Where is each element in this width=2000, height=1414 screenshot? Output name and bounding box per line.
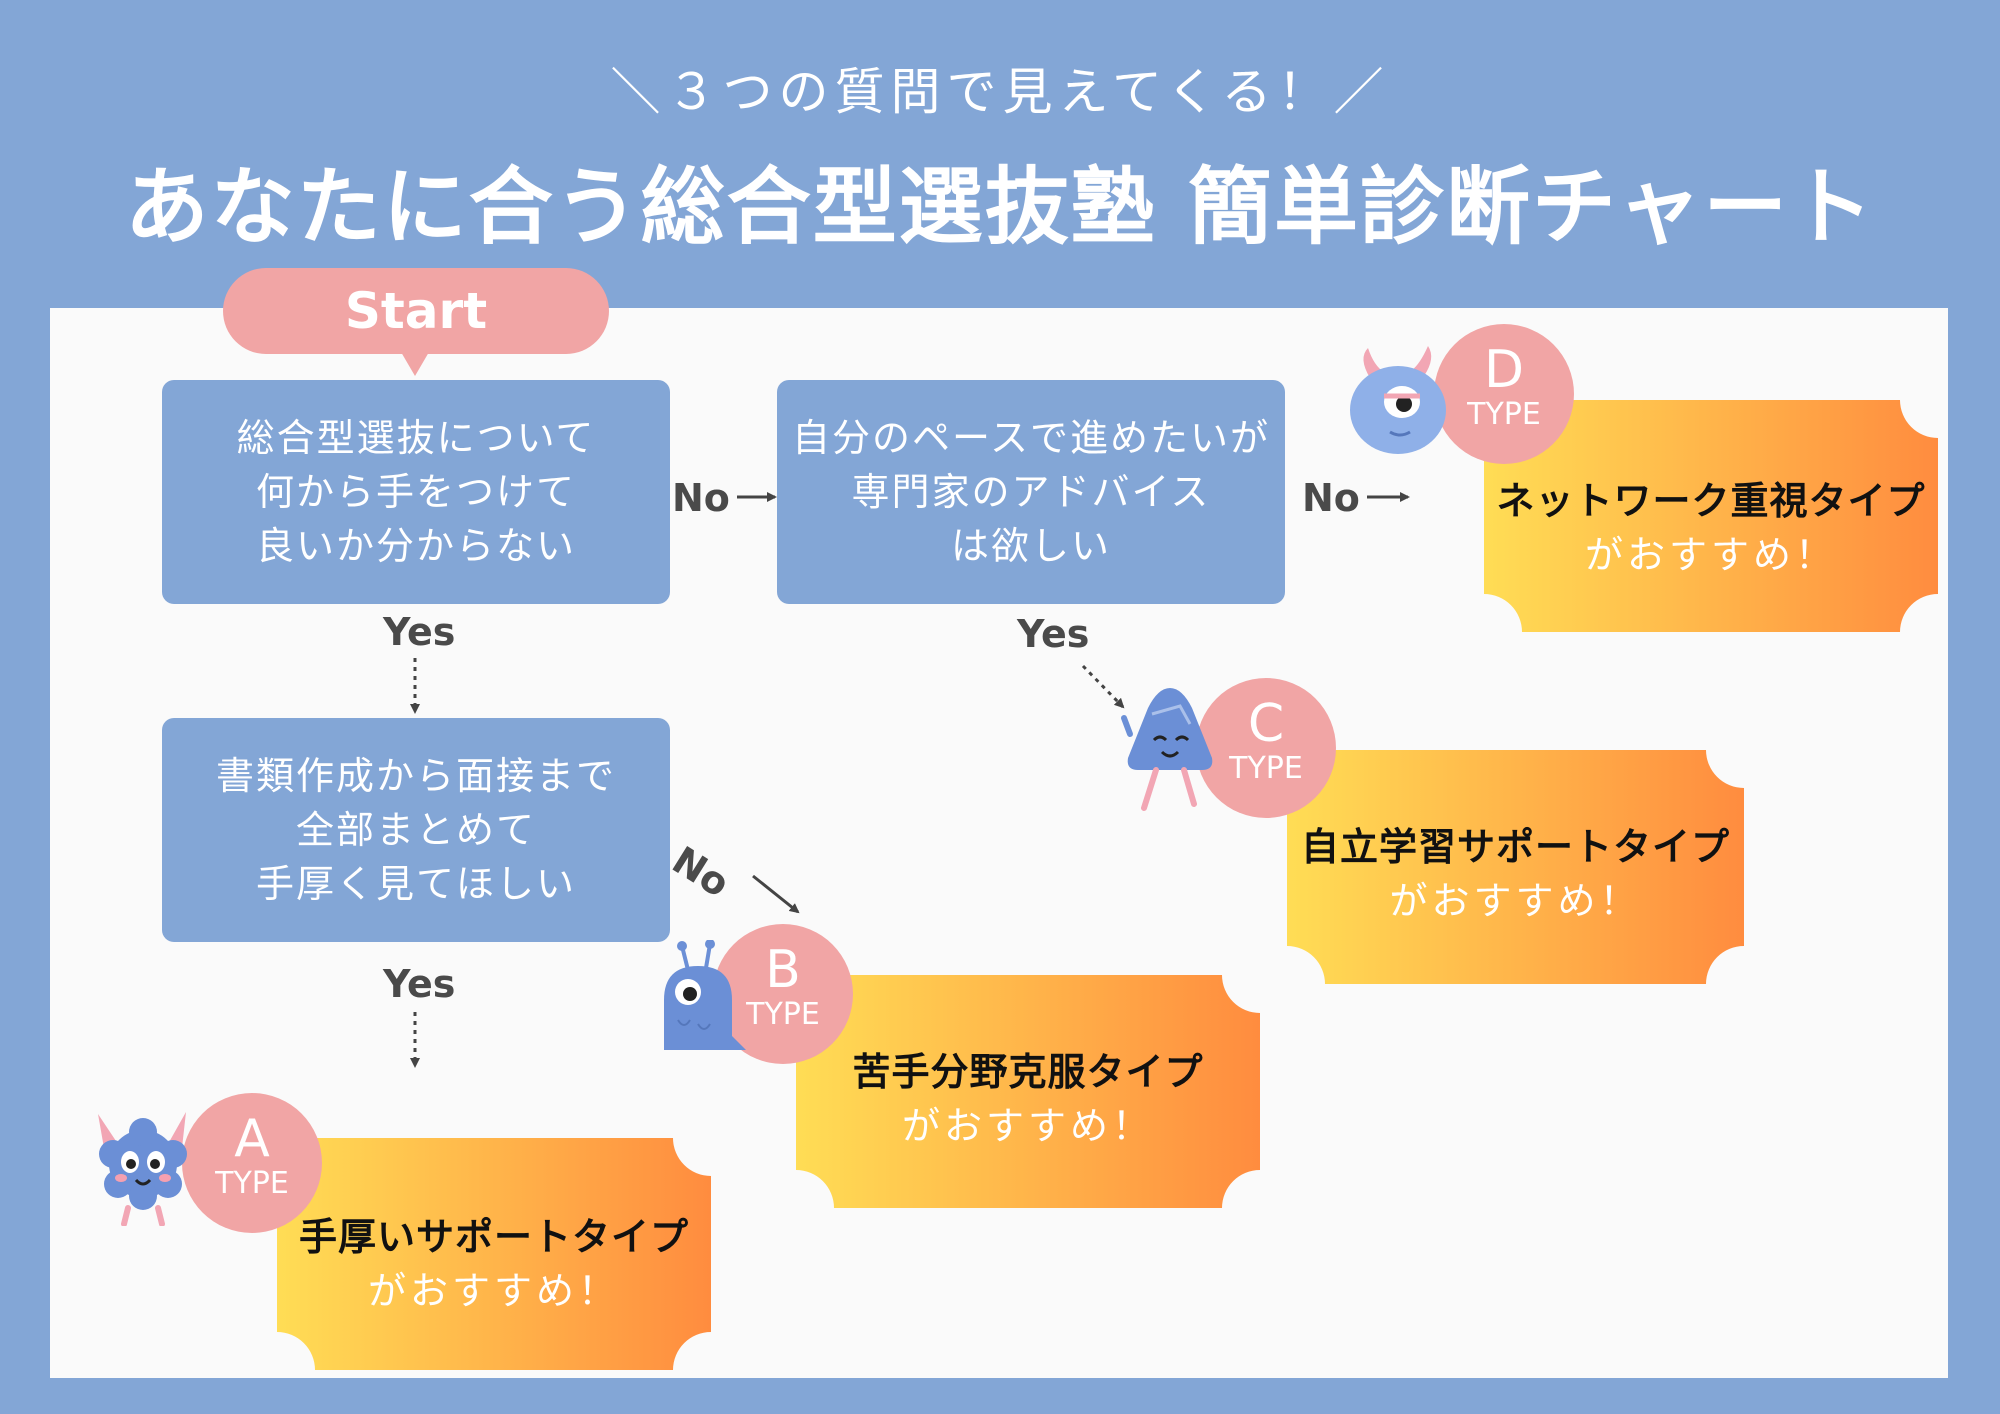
result-c-sub: がおすすめ！ [1389, 879, 1642, 923]
result-a-sub: がおすすめ！ [367, 1269, 620, 1313]
start-pointer [401, 352, 429, 376]
result-b-type: TYPE [746, 997, 820, 1032]
result-c-text: 自立学習サポートタイプ がおすすめ！ [1287, 820, 1744, 928]
result-d-badge: D TYPE [1434, 324, 1574, 464]
question-2-box: 自分のペースで進めたいが 専門家のアドバイス は欲しい [777, 380, 1285, 604]
result-c-type: TYPE [1229, 751, 1303, 786]
result-c-letter: C [1247, 694, 1285, 754]
slug-monster-icon [664, 940, 746, 1050]
onigiri-monster-icon [1121, 688, 1213, 811]
question-3-box: 書類作成から面接まで 全部まとめて 手厚く見てほしい [162, 718, 670, 942]
label-yes-q3: Yes [383, 962, 456, 1006]
label-no-q1: No [672, 476, 730, 520]
page-title: あなたに合う総合型選抜塾 簡単診断チャート [124, 158, 1876, 256]
label-yes-q2: Yes [1017, 612, 1090, 656]
result-d-letter: D [1483, 340, 1525, 400]
result-a-type: TYPE [215, 1166, 289, 1201]
result-b-text: 苦手分野克服タイプ がおすすめ！ [796, 1045, 1260, 1153]
result-b-sub: がおすすめ！ [901, 1104, 1154, 1148]
horned-monster-icon [1350, 346, 1446, 454]
result-d-type: TYPE [1467, 397, 1541, 432]
result-c-name: 自立学習サポートタイプ [1300, 825, 1730, 869]
result-c-ticket [1287, 750, 1744, 984]
result-a-name: 手厚いサポートタイプ [298, 1215, 689, 1259]
result-d-text: ネットワーク重視タイプ がおすすめ！ [1484, 474, 1938, 582]
question-1-box: 総合型選抜について 何から手をつけて 良いか分からない [162, 380, 670, 604]
start-label: Start [223, 268, 609, 354]
label-yes-q1: Yes [383, 610, 456, 654]
result-a-ticket [277, 1138, 711, 1370]
result-a-badge: A TYPE [182, 1093, 322, 1233]
result-b-name: 苦手分野克服タイプ [852, 1050, 1204, 1094]
result-a-text: 手厚いサポートタイプ がおすすめ！ [277, 1210, 711, 1318]
fluffy-monster-icon [98, 1112, 187, 1226]
result-d-ticket [1484, 400, 1938, 632]
result-b-ticket [796, 975, 1260, 1208]
subtitle: ＼３つの質問で見えてくる！／ [610, 63, 1390, 121]
result-d-name: ネットワーク重視タイプ [1496, 479, 1926, 523]
result-d-sub: がおすすめ！ [1584, 533, 1837, 577]
result-b-letter: B [765, 940, 801, 1000]
result-c-badge: C TYPE [1196, 678, 1336, 818]
label-no-q2: No [1302, 476, 1360, 520]
result-a-letter: A [234, 1109, 270, 1169]
